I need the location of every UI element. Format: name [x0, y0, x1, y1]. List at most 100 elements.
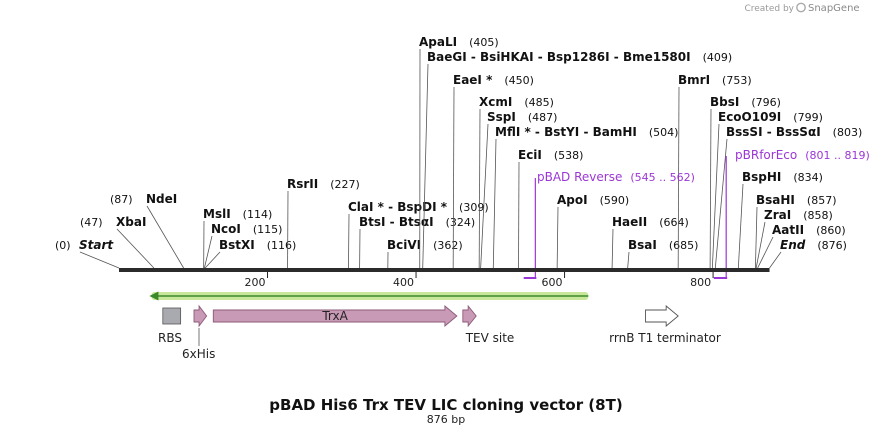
site-position: (405)	[469, 36, 499, 49]
site-sspi[interactable]: SspI(487)	[480, 110, 558, 269]
site-name: BsaHI	[756, 193, 795, 207]
site-xcmi[interactable]: XcmI(485)	[478, 95, 554, 269]
feature-label: RBS	[158, 331, 182, 345]
site-aatii[interactable]: AatII (860)	[757, 223, 846, 269]
site-position: (860)	[816, 224, 846, 237]
site-position: (487)	[528, 111, 558, 124]
site-position: (87)	[110, 193, 133, 206]
site-name: BsaI	[628, 238, 657, 252]
feature-box	[162, 307, 182, 325]
site-eaei[interactable]: EaeI *(450)	[452, 73, 534, 269]
map-title-group: pBAD His6 Trx TEV LIC cloning vector (8T…	[269, 396, 622, 426]
restriction-sites: (0)Start(47)XbaI(87)NdeIMslI(114)NcoI(11…	[55, 35, 863, 269]
site-haeii[interactable]: HaeII(664)	[611, 215, 689, 269]
site-name: MflI * - BstYI - BamHI	[495, 125, 637, 139]
site-bsahi[interactable]: BsaHI(857)	[755, 193, 837, 269]
site-apoi[interactable]: ApoI(590)	[556, 193, 629, 269]
site-leader-line	[677, 86, 680, 269]
site-leader-line	[422, 63, 429, 269]
site-bsai[interactable]: BsaI (685)	[627, 238, 699, 269]
site-leader-line	[492, 138, 497, 269]
feature-rbs[interactable]: RBS	[158, 307, 182, 345]
site-position: (799)	[793, 111, 823, 124]
site-name: BtsI - BtsαI	[359, 215, 434, 229]
site-bcivi[interactable]: BciVI(362)	[387, 238, 463, 269]
site-apali[interactable]: ApaLI (405)	[419, 35, 499, 269]
scale-tick-label: 400	[393, 276, 414, 289]
scale-tick-label: 800	[690, 276, 711, 289]
scale-tick-label: 600	[542, 276, 563, 289]
primer-name: pBAD Reverse	[537, 170, 622, 184]
site-start[interactable]: (0)Start	[55, 238, 120, 269]
site-bmri[interactable]: BmrI(753)	[677, 73, 752, 269]
feature-label: 6xHis	[182, 347, 215, 361]
site-bsssi-bsss-i[interactable]: BssSI - BssSαI (803)	[714, 125, 863, 269]
site-name: Start	[79, 238, 114, 252]
site-position: (47)	[80, 216, 103, 229]
site-position: (485)	[524, 96, 554, 109]
site-name: BmrI	[678, 73, 710, 87]
site-zrai[interactable]: ZraI(858)	[755, 208, 833, 269]
site-position: (685)	[669, 239, 699, 252]
site-position: (803)	[833, 126, 863, 139]
site-leader-line	[709, 108, 712, 269]
feature-tev-site[interactable]: TEV site	[462, 304, 514, 345]
site-leader-line	[116, 228, 155, 269]
site-ndei[interactable]: (87)NdeI	[110, 192, 184, 269]
primer-range: (801 .. 819)	[805, 149, 870, 162]
site-msli[interactable]: MslI(114)	[203, 207, 272, 269]
site-position: (834)	[793, 171, 823, 184]
site-position: (858)	[803, 209, 833, 222]
site-name: EaeI *	[453, 73, 493, 87]
site-clai-bspdi[interactable]: ClaI * - BspDI *(309)	[348, 200, 489, 269]
feature-arrow	[645, 305, 679, 327]
site-name: End	[780, 238, 806, 252]
branding: Created by SnapGene	[744, 2, 860, 14]
site-position: (116)	[267, 239, 297, 252]
site-end[interactable]: End(876)	[769, 238, 847, 269]
site-leader-line	[452, 86, 455, 269]
site-leader-line	[755, 206, 758, 269]
site-leader-line	[711, 123, 720, 269]
site-leader-line	[348, 213, 350, 269]
feature-arrow	[462, 304, 477, 328]
site-position: (504)	[649, 126, 679, 139]
primer-name: pBRforEco	[735, 148, 797, 162]
feature-6xhis[interactable]: 6xHis	[182, 304, 215, 361]
feature-arrow	[193, 304, 208, 328]
site-leader-line	[79, 251, 120, 269]
site-name: BssSI - BssSαI	[726, 125, 821, 139]
site-position: (362)	[433, 239, 463, 252]
site-name: NcoI	[211, 222, 241, 236]
site-btsi-bts-i[interactable]: BtsI - BtsαI (324)	[359, 215, 476, 269]
feature-label: TrxA	[321, 309, 348, 323]
feature-rrnb-t1-terminator[interactable]: rrnB T1 terminator	[609, 305, 721, 345]
site-name: BaeGI - BsiHKAI - Bsp1286I - Bme1580I	[427, 50, 691, 64]
feature-arrow	[212, 305, 458, 327]
site-mfli-bstyi-bamhi[interactable]: MflI * - BstYI - BamHI (504)	[492, 125, 679, 269]
site-name: ApaLI	[419, 35, 457, 49]
site-position: (324)	[446, 216, 476, 229]
site-name: BbsI	[710, 95, 739, 109]
site-name: HaeII	[612, 215, 647, 229]
site-baegi-bsihkai-bsp1286i-bme1580i[interactable]: BaeGI - BsiHKAI - Bsp1286I - Bme1580I(40…	[422, 50, 732, 269]
site-position: (227)	[330, 178, 360, 191]
primer-pbad-reverse[interactable]: pBAD Reverse(545 .. 562)	[523, 170, 695, 279]
primer-pbrforeco[interactable]: pBRforEco (801 .. 819)	[713, 148, 870, 279]
site-ecii[interactable]: EciI(538)	[518, 148, 584, 269]
orf-arrowhead-icon	[149, 291, 159, 301]
site-leader-line	[480, 123, 489, 269]
site-ncoi[interactable]: NcoI(115)	[204, 222, 282, 269]
site-leader-line	[769, 251, 782, 269]
feature-trxa[interactable]: TrxA	[212, 305, 458, 327]
site-ecoo109i[interactable]: EcoO109I(799)	[711, 110, 823, 269]
site-rsrii[interactable]: RsrII(227)	[287, 177, 360, 269]
site-position: (538)	[554, 149, 584, 162]
site-xbai[interactable]: (47) XbaI	[80, 215, 155, 269]
site-leader-line	[755, 221, 766, 269]
site-bstxi[interactable]: BstXI(116)	[204, 238, 297, 269]
site-name: XbaI	[116, 215, 146, 229]
site-name: AatII	[772, 223, 804, 237]
site-bsphi[interactable]: BspHI(834)	[737, 170, 823, 269]
site-bbsi[interactable]: BbsI(796)	[709, 95, 781, 269]
